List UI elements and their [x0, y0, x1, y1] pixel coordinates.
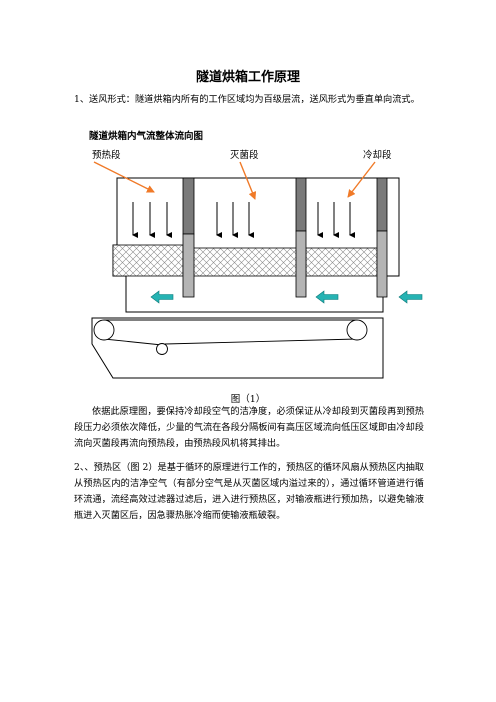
- figure-title: 隧道烘箱内气流整体流向图: [89, 131, 204, 142]
- figure-caption: 图（1）: [230, 394, 266, 405]
- annotation-arrow-cooling: [347, 161, 376, 198]
- partition-1-upper: [182, 177, 195, 235]
- flow-arrow-cooling: [398, 290, 423, 304]
- conveyor-frame: [91, 317, 384, 379]
- filter-cooling: [305, 247, 378, 277]
- paragraph-preheat-zone: 2、、预热区（图 2）是基于循环的原理进行工作的，预热区的循环风扇从预热区内抽取…: [74, 462, 424, 521]
- filter-sterilize: [191, 247, 302, 277]
- partition-1-lower: [182, 233, 195, 298]
- partition-2-lower: [295, 230, 307, 298]
- flow-arrow-sterilize: [315, 290, 339, 304]
- page-title: 隧道烘箱工作原理: [195, 70, 300, 85]
- conveyor-roller-right: [346, 319, 368, 341]
- label-cooling-section: 冷却段: [363, 150, 392, 161]
- conveyor-roller-left: [93, 319, 115, 341]
- conveyor-roller-tension: [156, 343, 168, 355]
- label-sterilize-section: 灭菌段: [230, 150, 259, 161]
- partition-3-upper: [376, 177, 388, 232]
- filter-preheat: [112, 244, 184, 277]
- conveyor-belt-return-1: [103, 338, 163, 346]
- partition-3-lower: [376, 230, 388, 298]
- annotation-arrow-sterilize: [239, 161, 257, 200]
- conveyor-belt-return-2: [164, 338, 358, 345]
- paragraph-pressure-explanation: 依据此原理图，要保持冷却段空气的洁净度，必须保证从冷却段到灭菌段再到预热段压力必…: [74, 406, 424, 449]
- annotation-arrow-preheat: [93, 161, 155, 193]
- paragraph-air-supply: 1、送风形式：隧道烘箱内所有的工作区域均为百级层流，送风形式为垂直单向流式。: [74, 94, 420, 105]
- label-preheat-section: 预热段: [92, 150, 121, 161]
- partition-2-upper: [295, 177, 307, 232]
- flow-arrow-preheat: [150, 290, 174, 304]
